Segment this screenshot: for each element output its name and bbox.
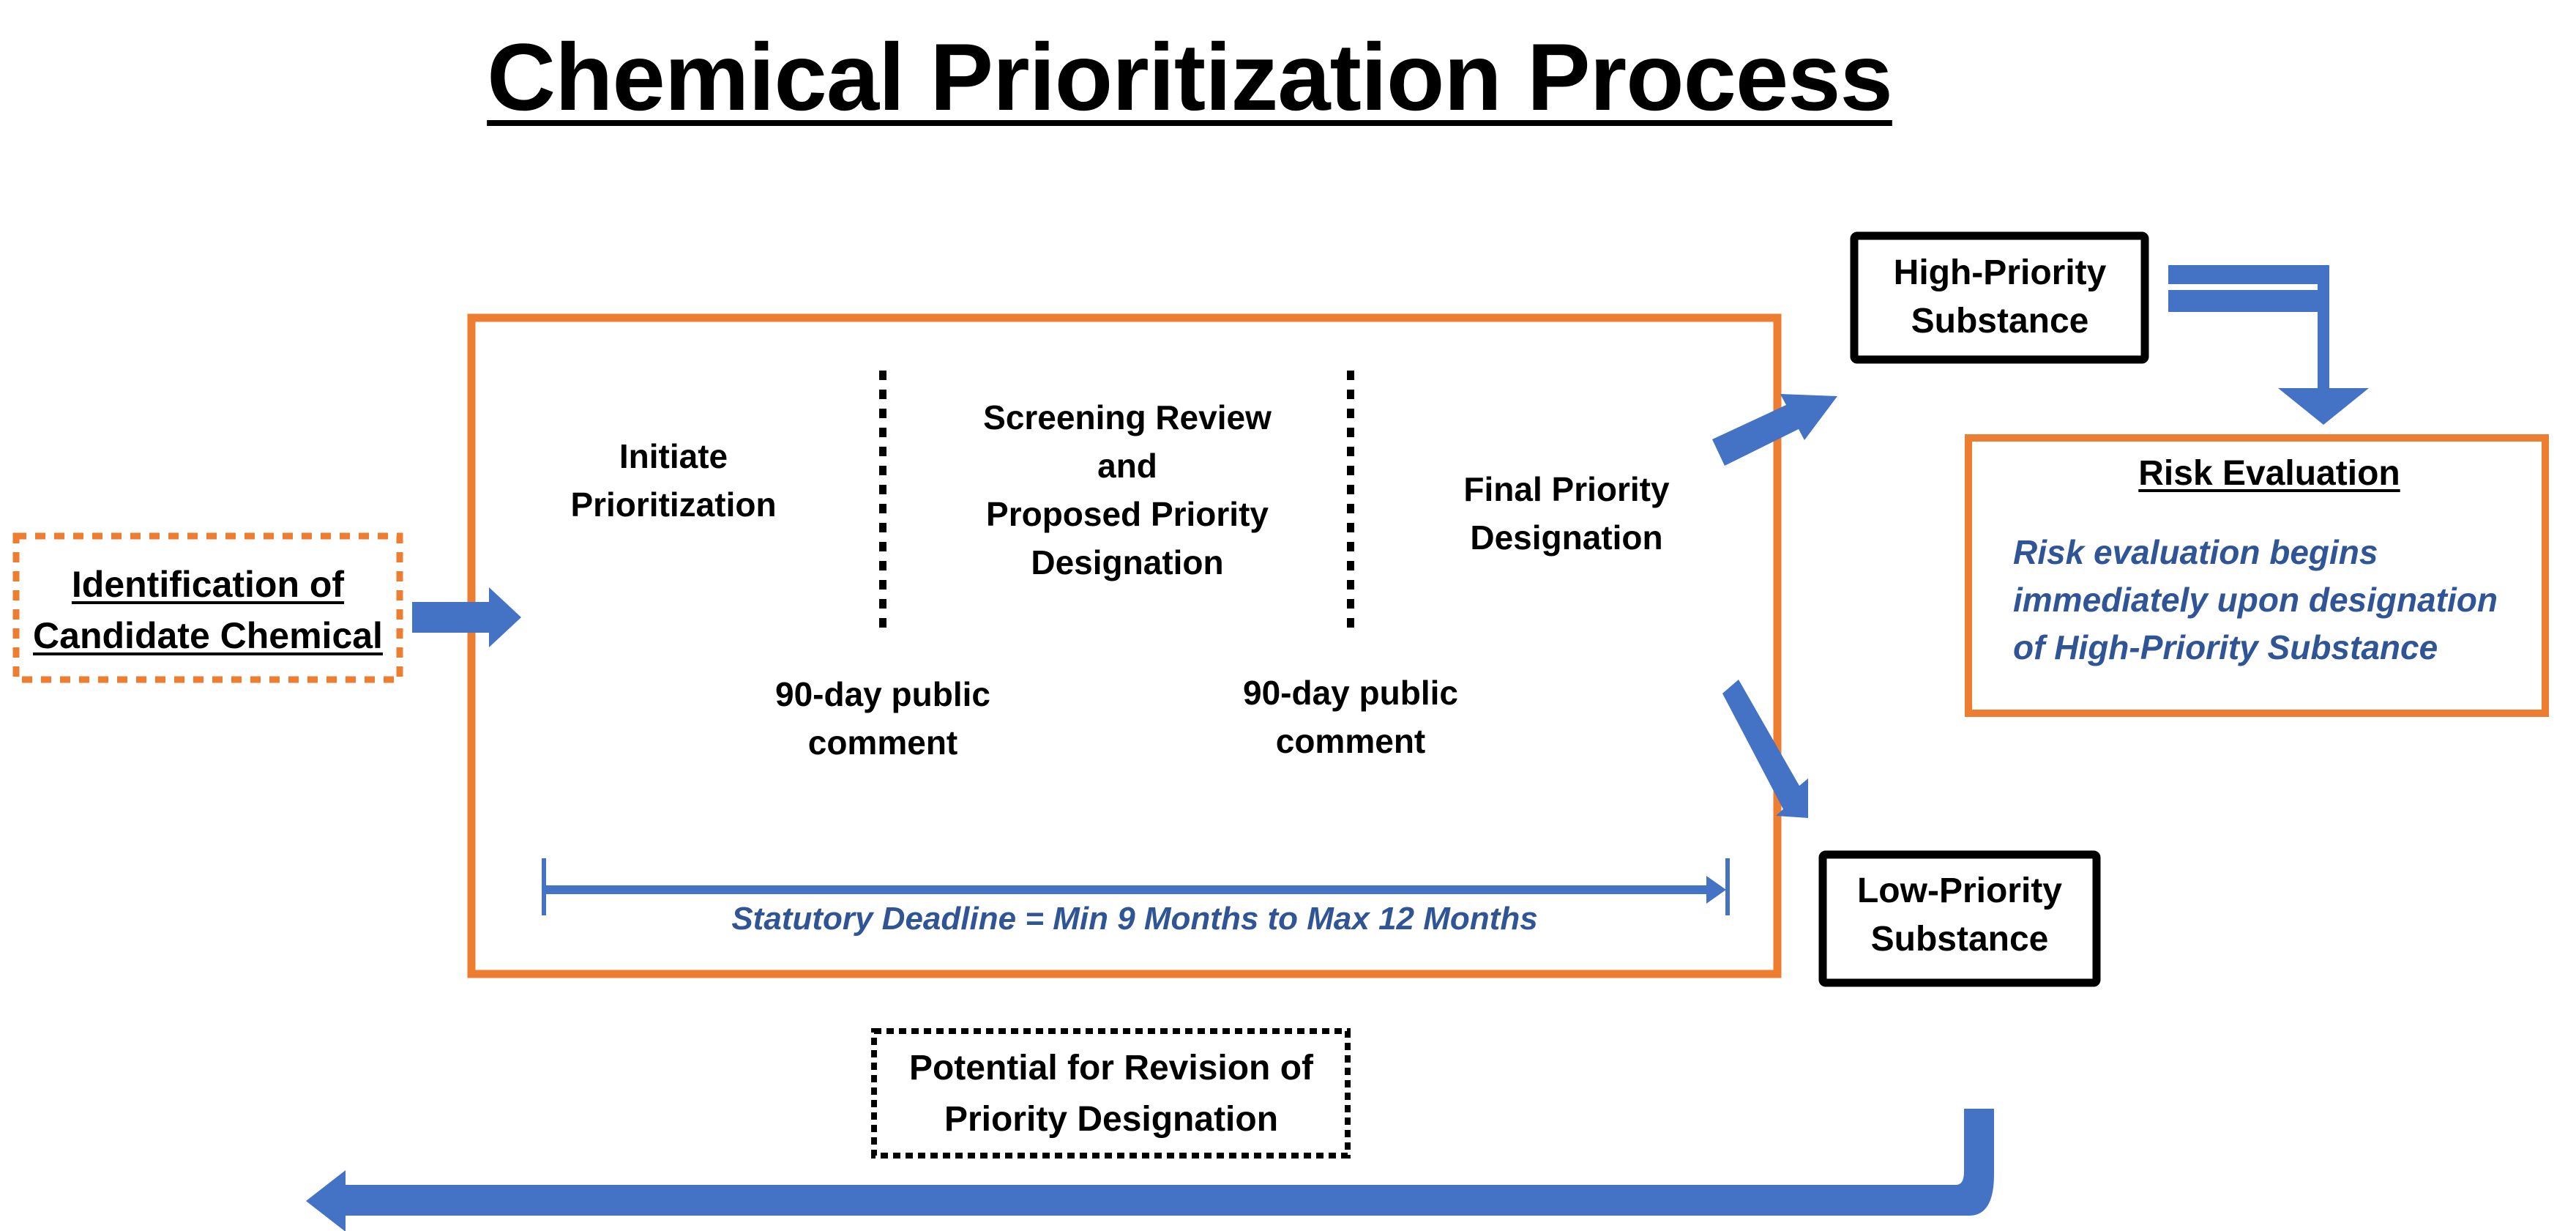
page-title: Chemical Prioritization Process (487, 23, 1893, 130)
stage3-line-2: Designation (1470, 518, 1663, 557)
stage2-line-2: and (1097, 447, 1157, 485)
arrow-to-high-priority (1712, 394, 1837, 466)
public-comment-2: 90-day public comment (1204, 669, 1497, 765)
revision-label: Potential for Revision of Priority Desig… (878, 1043, 1344, 1145)
risk-line-3: of High-Priority Substance (2013, 628, 2438, 666)
risk-evaluation-description: Risk evaluation begins immediately upon … (2013, 529, 2525, 672)
risk-line-1: Risk evaluation begins (2013, 533, 2378, 571)
risk-evaluation-box (1965, 434, 2549, 717)
stage2-line-1: Screening Review (983, 398, 1272, 436)
revision-line-2: Priority Designation (944, 1100, 1279, 1139)
stage-initiate-prioritization: Initiate Prioritization (527, 432, 820, 529)
risk-line-2: immediately upon designation (2013, 581, 2498, 619)
comment2-line-1: 90-day public (1243, 674, 1458, 712)
timeline-arrowhead (1706, 876, 1726, 904)
timeline-shaft (544, 885, 1708, 894)
comment2-line-2: comment (1275, 722, 1426, 760)
stage2-line-4: Designation (1031, 543, 1224, 581)
comment1-line-1: 90-day public (775, 675, 990, 713)
low-priority-line-1: Low-Priority (1856, 871, 2062, 910)
public-comment-1: 90-day public comment (736, 670, 1029, 767)
revision-line-1: Potential for Revision of (908, 1049, 1314, 1087)
candidate-line-1: Identification of (71, 564, 345, 605)
high-priority-line-2: Substance (1911, 302, 2089, 341)
revision-box (871, 1028, 1351, 1159)
elbow-arrow-body (2168, 265, 2369, 425)
high-priority-line-1: High-Priority (1893, 253, 2107, 292)
arrow-to-process (412, 587, 521, 647)
stage1-line-2: Prioritization (570, 486, 777, 524)
low-priority-box (1818, 850, 2101, 987)
high-priority-box (1850, 231, 2149, 364)
statutory-deadline-label: Statutory Deadline = Min 9 Months to Max… (731, 901, 1538, 937)
candidate-label: Identification of Candidate Chemical (22, 559, 394, 661)
comment1-line-2: comment (807, 724, 958, 762)
revision-return-arrow (306, 1109, 1994, 1231)
stage-screening-review: Screening Review and Proposed Priority D… (944, 393, 1310, 587)
stage-final-priority-designation: Final Priority Designation (1420, 465, 1713, 562)
risk-evaluation-heading: Risk Evaluation (2138, 454, 2400, 493)
candidate-line-2: Candidate Chemical (33, 615, 383, 656)
low-priority-label: Low-Priority Substance (1827, 867, 2092, 964)
high-priority-label: High-Priority Substance (1859, 249, 2140, 346)
candidate-box (12, 532, 403, 683)
low-priority-line-2: Substance (1870, 920, 2049, 959)
stage2-line-3: Proposed Priority (986, 495, 1269, 533)
process-box (467, 313, 1782, 978)
stage3-line-1: Final Priority (1463, 470, 1670, 508)
stage1-line-1: Initiate (619, 437, 728, 475)
arrow-to-low-priority (1722, 680, 1808, 818)
